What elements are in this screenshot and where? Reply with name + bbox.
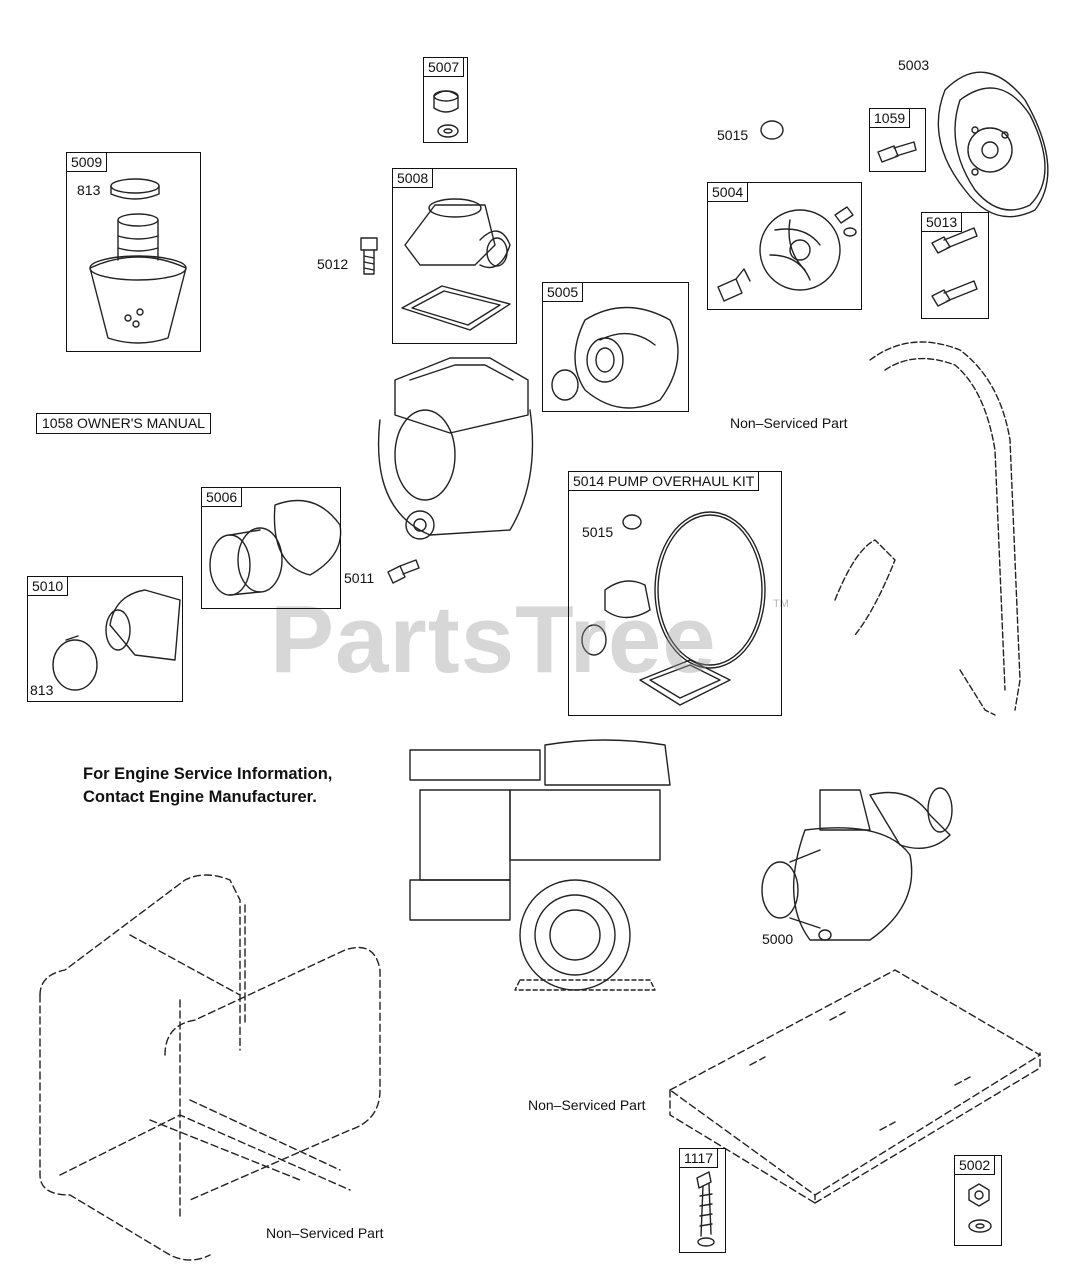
non-serviced-frame-label: Non–Serviced Part [266, 1225, 384, 1241]
part-box-5010[interactable]: 5010 [27, 576, 183, 702]
callout-5011[interactable]: 5011 [344, 570, 375, 586]
part-number-5007: 5007 [423, 57, 465, 77]
part-number-5005: 5005 [542, 282, 584, 302]
part-number-1059: 1059 [869, 108, 911, 128]
callout-5000[interactable]: 5000 [762, 931, 794, 947]
callout-5003[interactable]: 5003 [898, 57, 930, 73]
callout-5012[interactable]: 5012 [317, 256, 349, 272]
bolts-5013-drawing [931, 227, 978, 307]
part-box-1117[interactable]: 1117 [679, 1148, 726, 1253]
part-number-5006: 5006 [201, 487, 243, 507]
part-box-1059[interactable]: 1059 [869, 108, 926, 172]
engine-note-line2: Contact Engine Manufacturer. [83, 788, 317, 806]
part-box-5013[interactable]: 5013 [921, 212, 989, 319]
fitting-5010-drawing [52, 589, 181, 691]
engine-drawing [409, 739, 671, 991]
part-box-5005[interactable]: 5005 [542, 282, 689, 412]
engine-note-line1: For Engine Service Information, [83, 765, 333, 783]
callout-5015-kit[interactable]: 5015 [582, 524, 614, 540]
volute-5005-drawing [551, 306, 679, 409]
pump-assembly-5000-drawing [761, 787, 953, 941]
callout-5015-seal[interactable]: 5015 [717, 127, 749, 143]
housing-5008-drawing [401, 198, 511, 331]
part-box-5002[interactable]: 5002 [954, 1155, 1002, 1246]
strainer-5009-drawing [89, 178, 187, 344]
part-number-5013: 5013 [921, 212, 963, 232]
frame-drawing [39, 874, 381, 1261]
seal-5015-drawing [760, 120, 784, 140]
owners-manual-label[interactable]: 1058 OWNER'S MANUAL [36, 413, 211, 434]
plug-5007-drawing [433, 90, 459, 138]
watermark-text: PartsTree [270, 586, 717, 693]
pump-body-drawing [377, 357, 534, 540]
part-box-5007[interactable]: 5007 [423, 57, 468, 143]
part-number-5008: 5008 [392, 168, 434, 188]
callout-813-bottom[interactable]: 813 [30, 682, 54, 698]
part-number-5010: 5010 [27, 576, 69, 596]
part-number-5009: 5009 [66, 152, 108, 172]
part-number-1117: 1117 [679, 1148, 719, 1168]
part-box-5006[interactable]: 5006 [201, 487, 341, 609]
part-box-5014[interactable]: 5014 PUMP OVERHAUL KIT [568, 471, 782, 716]
bolt-5012-drawing [360, 237, 378, 275]
bolt-1059-drawing [877, 141, 917, 163]
kit-5014-drawing [581, 511, 766, 706]
part-box-5009[interactable]: 5009 [66, 152, 201, 352]
callout-813-top[interactable]: 813 [77, 182, 101, 198]
part-number-5002: 5002 [954, 1155, 996, 1175]
part-number-5004: 5004 [707, 182, 749, 202]
hose-drawing [834, 341, 1021, 716]
impeller-5004-drawing [717, 206, 857, 302]
part-box-5008[interactable]: 5008 [392, 168, 517, 344]
fitting-5006-drawing [209, 499, 342, 596]
watermark-trademark: TM [773, 598, 789, 610]
part-number-5014: 5014 PUMP OVERHAUL KIT [568, 471, 760, 491]
non-serviced-hose-label: Non–Serviced Part [730, 415, 848, 431]
screw-1117-drawing [696, 1171, 715, 1247]
backplate-5003-drawing [937, 71, 1049, 218]
nut-5002-drawing [968, 1183, 992, 1233]
part-box-5004[interactable]: 5004 [707, 182, 862, 310]
non-serviced-base-label: Non–Serviced Part [528, 1097, 646, 1113]
base-plate-drawing [669, 969, 1041, 1204]
bolt-5011-drawing [387, 559, 420, 584]
